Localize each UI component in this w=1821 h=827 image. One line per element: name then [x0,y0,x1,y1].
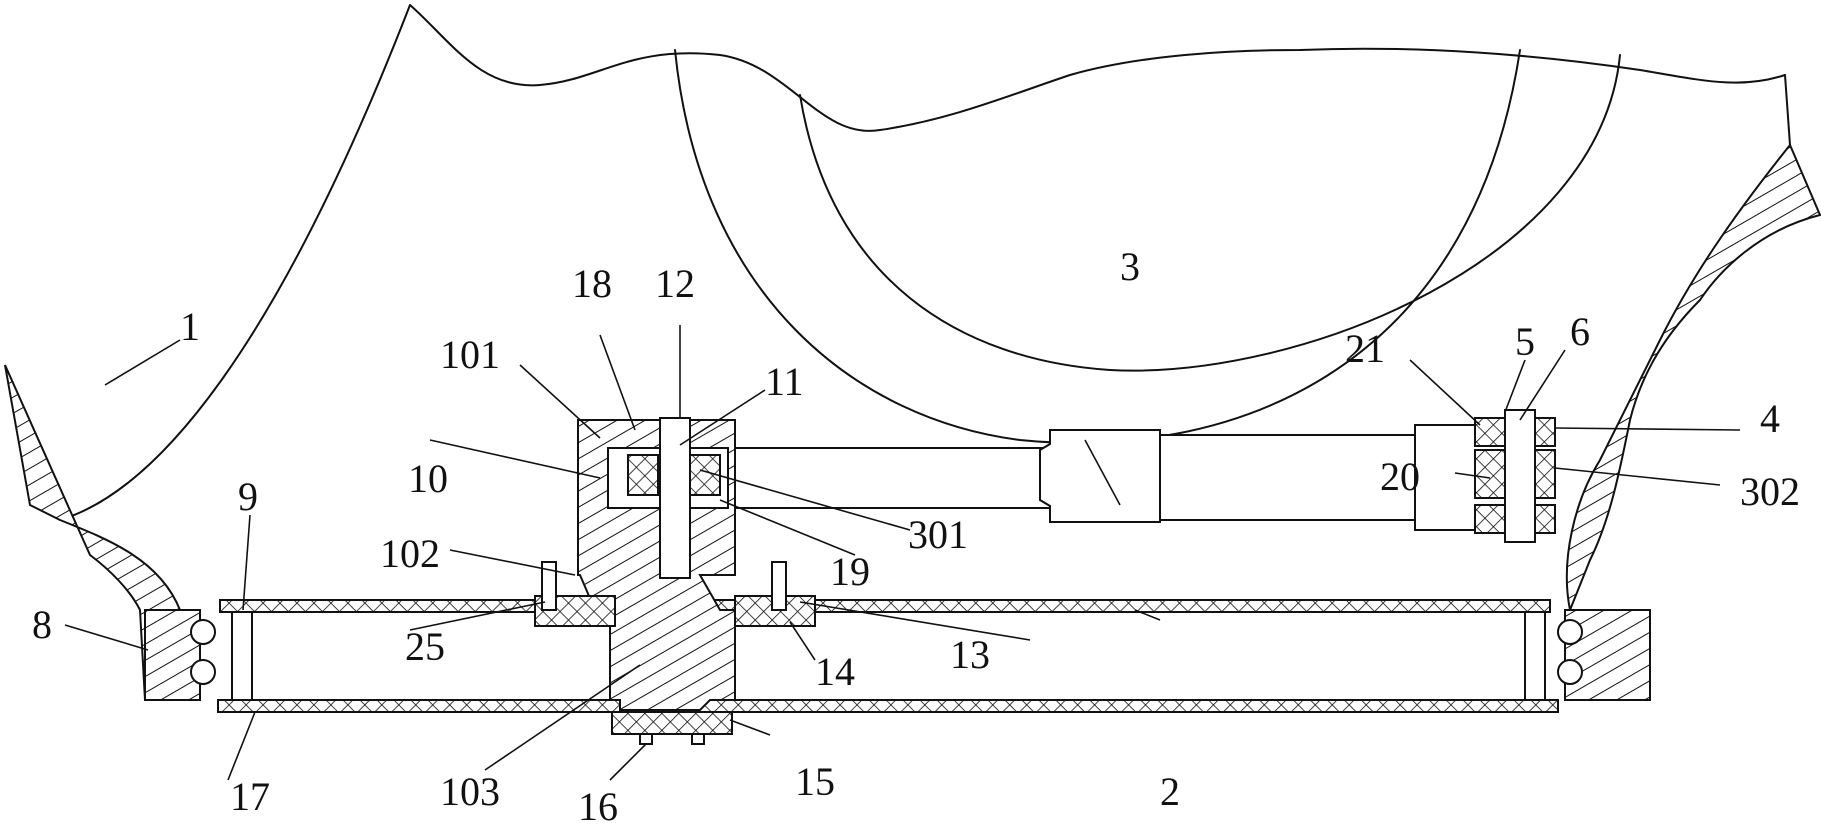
callout-103: 103 [440,769,500,814]
rim-arc-outer [674,49,1521,444]
bearing-ball-left-lower [190,659,216,685]
callout-21: 21 [1345,326,1385,371]
callout-20: 20 [1380,454,1420,499]
bearing-housing-right [1564,609,1651,701]
callout-11: 11 [765,359,804,404]
callout-13: 13 [950,632,990,677]
callout-301: 301 [908,512,968,557]
callout-2: 2 [1160,769,1180,814]
bearing-ball-left-upper [190,619,216,645]
callout-6: 6 [1570,309,1590,354]
callout-18: 18 [572,261,612,306]
callout-3: 3 [1120,244,1140,289]
callout-14: 14 [815,649,855,694]
left-joint-pin [659,417,691,579]
callout-19: 19 [830,549,870,594]
callout-4: 4 [1760,396,1780,441]
leader-lines [64,325,1741,781]
callout-labels: 1 2 3 4 5 6 8 9 10 11 12 13 14 15 16 17 … [32,244,1800,827]
bolt-left [541,561,557,611]
pin-left [231,599,253,706]
bottom-bolt-right [691,733,705,745]
tire-right-edge [1784,74,1791,146]
actuator-rod-right [1159,434,1421,521]
wheel-outline [59,4,1791,521]
callout-1: 1 [180,304,200,349]
callout-12: 12 [655,261,695,306]
actuator-rod-left [734,447,1056,509]
bottom-nut [611,711,733,735]
callout-302: 302 [1740,469,1800,514]
tire-profile [59,4,1786,521]
top-plate [219,599,1551,613]
callout-8: 8 [32,602,52,647]
callout-15: 15 [795,759,835,804]
callout-5: 5 [1515,319,1535,364]
left-joint-bearing-a [627,454,659,496]
callout-9: 9 [238,474,258,519]
actuator-sleeve [1039,429,1161,523]
right-joint-pin [1504,409,1536,543]
callout-101: 101 [440,332,500,377]
callout-16: 16 [578,784,618,827]
callout-25: 25 [405,624,445,669]
bearing-ball-right-upper [1557,619,1583,645]
callout-10: 10 [408,456,448,501]
rim-arc-inner [799,54,1621,372]
pin-right [1524,599,1546,706]
bolt-right [771,561,787,611]
bearing-ball-right-lower [1557,659,1583,685]
callout-102: 102 [380,531,440,576]
bearing-housing-left [144,609,201,701]
bottom-plate [217,699,1559,713]
bottom-bolt-left [639,733,653,745]
callout-17: 17 [230,774,270,819]
